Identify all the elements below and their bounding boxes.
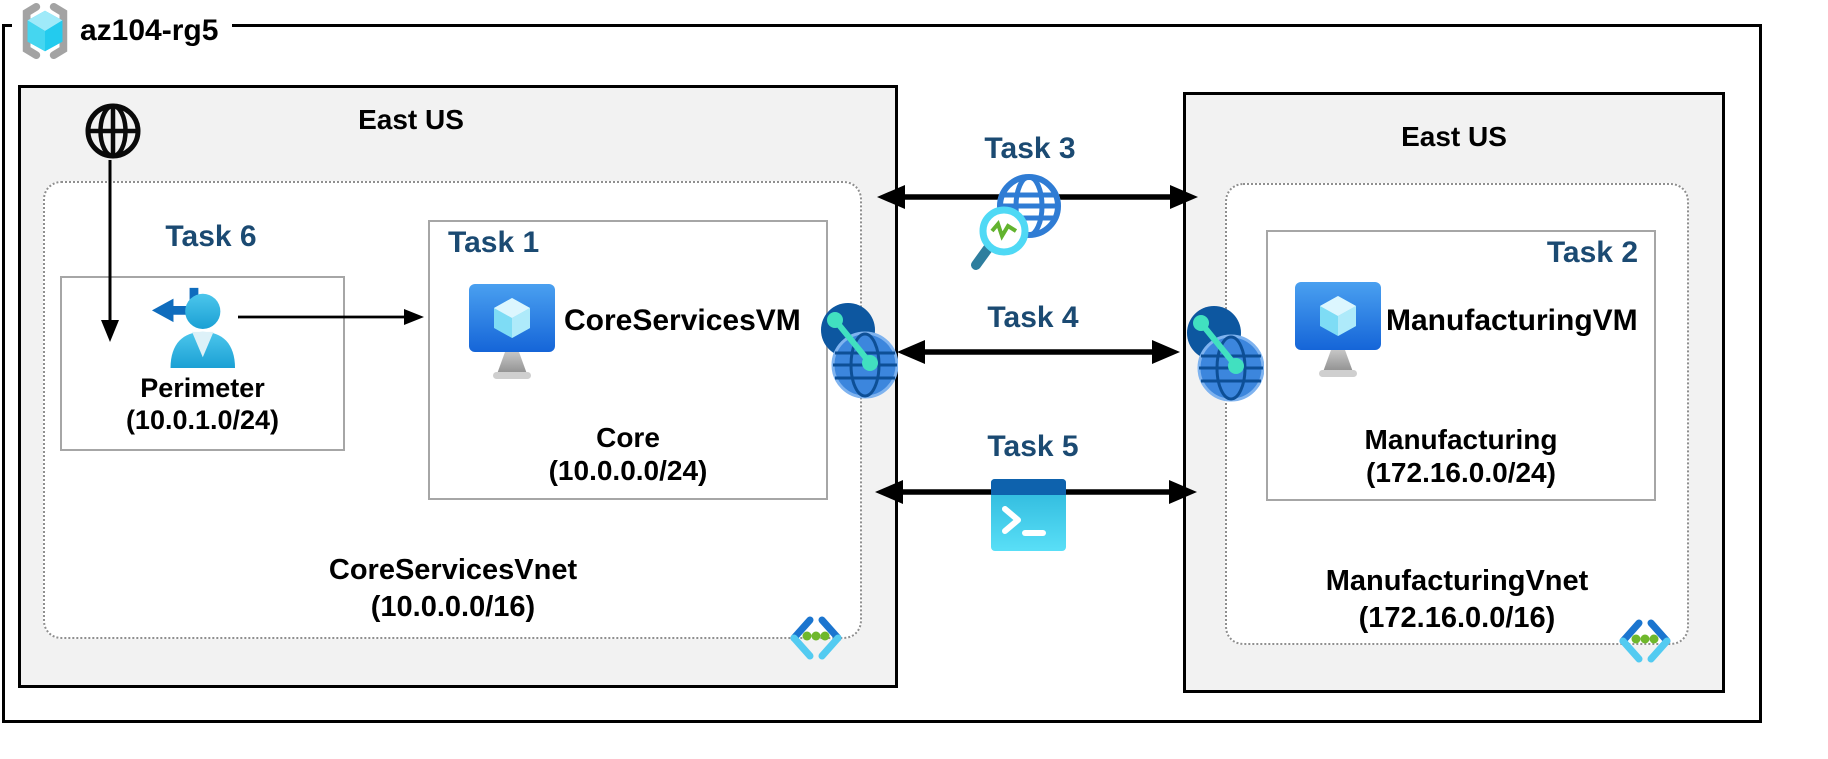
core-vnet-cidr: (10.0.0.0/16): [370, 591, 536, 623]
perimeter-subnet-name: Perimeter: [140, 373, 265, 403]
resource-group-label: az104-rg5: [12, 0, 233, 62]
task3-label: Task 3: [984, 132, 1076, 165]
task2-box: Task 2 ManufacturingVM Manufacturing (17…: [1266, 230, 1656, 501]
region-title: East US: [1401, 121, 1507, 152]
mfg-vnet-cidr: (172.16.0.0/16): [1358, 602, 1556, 634]
core-subnet-cidr: (10.0.0.0/24): [548, 455, 708, 486]
perimeter-subnet-box: Perimeter (10.0.1.0/24): [60, 276, 345, 451]
perimeter-subnet-cidr: (10.0.1.0/24): [125, 405, 280, 435]
resource-group-icon: [22, 2, 68, 60]
task1-box: Task 1 CoreServicesVM Core: [428, 220, 828, 500]
core-subnet-name: Core: [596, 422, 660, 453]
task6-label: Task 6: [165, 220, 257, 253]
virtual-machine-icon: [1295, 282, 1381, 377]
network-watcher-icon: [971, 174, 1061, 270]
guest-user-icon: [151, 287, 236, 369]
vnet-peering-icon: [821, 303, 898, 399]
mfg-subnet-name: Manufacturing: [1364, 424, 1558, 455]
cloud-shell-icon: [991, 479, 1066, 551]
task5-label: Task 5: [987, 430, 1079, 463]
resource-group-name: az104-rg5: [80, 14, 219, 47]
virtual-machine-icon: [469, 284, 555, 379]
task4-label: Task 4: [987, 301, 1079, 334]
vm-name: ManufacturingVM: [1386, 304, 1638, 337]
vnet-peering-icon: [1187, 306, 1264, 402]
task2-label: Task 2: [1546, 236, 1638, 269]
vm-name: CoreServicesVM: [564, 304, 801, 337]
mfg-vnet-name: ManufacturingVnet: [1325, 565, 1589, 597]
region-title: East US: [358, 104, 464, 135]
region-east-us-left: East US Task 6 Perimeter (10.0.1.0/24): [18, 85, 898, 688]
globe-icon: [85, 103, 141, 159]
core-vnet-name: CoreServicesVnet: [328, 554, 578, 586]
region-east-us-right: East US Task 2 ManufacturingVM Manufactu…: [1183, 92, 1725, 693]
virtual-network-icon: [790, 616, 842, 660]
virtual-network-icon: [1619, 619, 1671, 663]
mfg-subnet-cidr: (172.16.0.0/24): [1366, 457, 1556, 488]
task1-label: Task 1: [448, 226, 540, 259]
